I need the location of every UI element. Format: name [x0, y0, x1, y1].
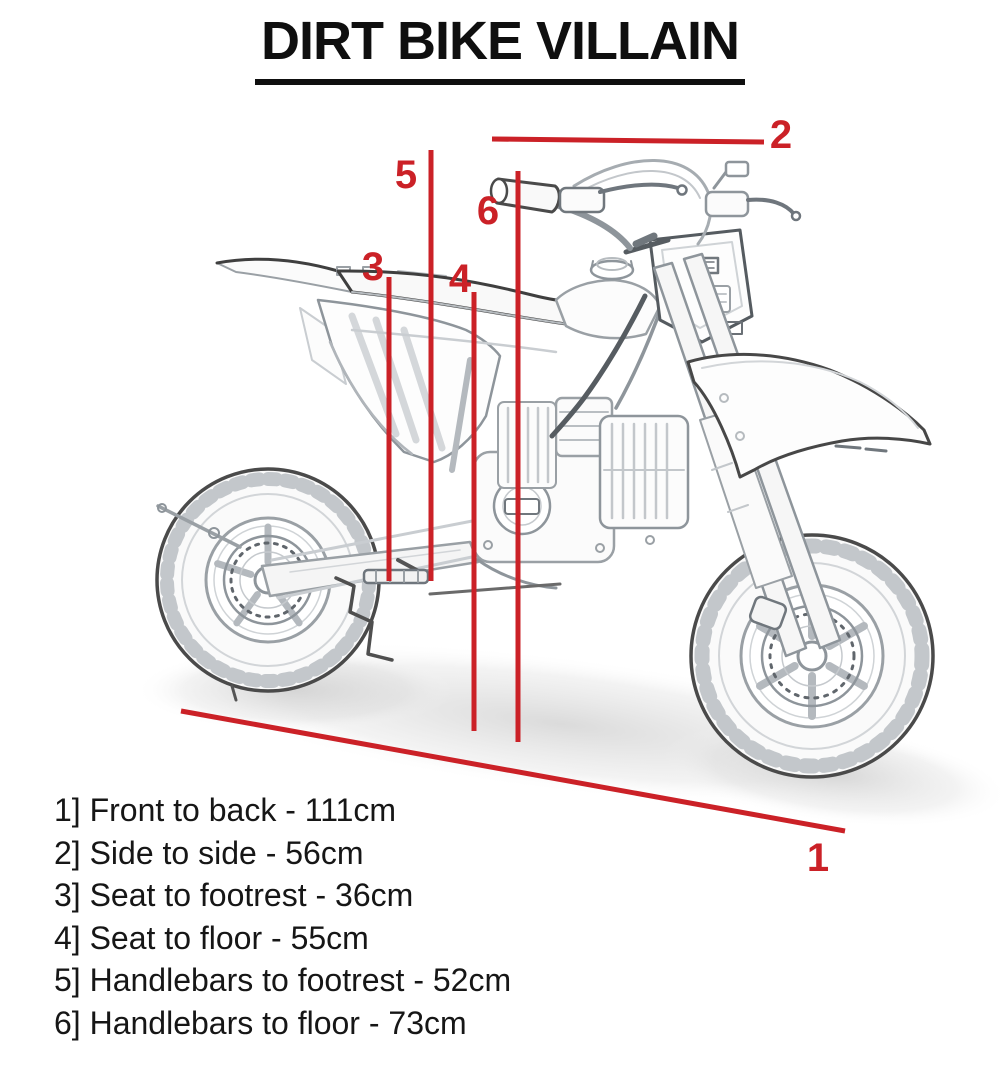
marker-5: 5: [395, 153, 417, 197]
legend-item-6: 6] Handlebars to floor - 73cm: [54, 1004, 467, 1041]
marker-6: 6: [477, 189, 499, 233]
legend-item-1: 1] Front to back - 111cm: [54, 792, 397, 828]
legend-item-3: 3] Seat to footrest - 36cm: [54, 877, 414, 913]
measure-line-1: [180, 708, 846, 834]
measure-line-2: [491, 136, 765, 145]
legend-item-5: 5] Handlebars to footrest - 52cm: [54, 962, 512, 998]
marker-4: 4: [449, 257, 472, 301]
marker-3: 3: [362, 245, 384, 289]
brake-lever: [598, 182, 680, 194]
front-fender: [686, 352, 932, 479]
bike-sketch: [155, 159, 935, 779]
measurement-legend: 1] Front to back - 111cm 2] Side to side…: [54, 789, 511, 1044]
engine: [472, 396, 690, 590]
measurement-lines: [180, 136, 846, 834]
underbody: [334, 558, 562, 662]
page-title: DIRT BIKE VILLAIN: [255, 10, 745, 85]
title-wrap: DIRT BIKE VILLAIN: [0, 10, 1000, 85]
measurement-labels: 1 2 3 4 5 6: [362, 113, 829, 880]
front-brake-caliper: [748, 595, 788, 631]
right-lever: [746, 197, 796, 216]
legend-item-4: 4] Seat to floor - 55cm: [54, 919, 369, 956]
footpeg: [362, 568, 430, 585]
handlebars: [489, 159, 802, 251]
legend-item-2: 2] Side to side - 56cm: [54, 834, 364, 871]
marker-1: 1: [807, 836, 829, 880]
marker-2: 2: [770, 113, 792, 157]
